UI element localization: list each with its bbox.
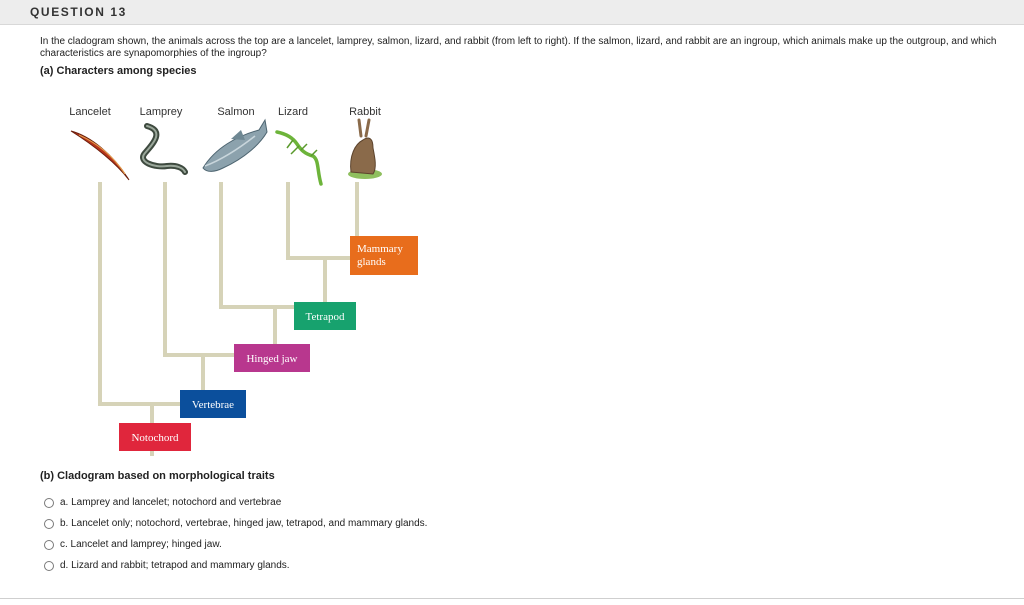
question-text: In the cladogram shown, the animals acro…: [40, 36, 997, 59]
svg-text:Notochord: Notochord: [131, 432, 179, 444]
option-a-label: a. Lamprey and lancelet; notochord and v…: [60, 497, 282, 508]
svg-text:Tetrapod: Tetrapod: [306, 311, 345, 323]
option-c[interactable]: c. Lancelet and lamprey; hinged jaw.: [44, 534, 427, 555]
lizard-icon: [275, 130, 323, 186]
svg-text:Hinged jaw: Hinged jaw: [246, 353, 297, 365]
question-number: QUESTION 13: [30, 5, 127, 19]
trait-hinged-jaw: Hinged jaw: [234, 344, 310, 372]
lamprey-icon: [140, 123, 188, 175]
bottom-divider: [0, 598, 1024, 599]
option-d-label: d. Lizard and rabbit; tetrapod and mamma…: [60, 560, 290, 571]
species-label-lancelet: Lancelet: [69, 106, 111, 118]
radio-button-c[interactable]: [44, 539, 54, 550]
option-b-label: b. Lancelet only; notochord, vertebrae, …: [60, 518, 428, 529]
cladogram-diagram: Lancelet Lamprey Salmon Lizard Rabbit: [69, 106, 418, 456]
question-header: QUESTION 13: [0, 0, 1024, 25]
svg-text:glands: glands: [357, 256, 386, 268]
svg-text:Mammary: Mammary: [357, 243, 403, 255]
trait-tetrapod: Tetrapod: [294, 302, 356, 330]
species-label-rabbit: Rabbit: [349, 106, 381, 118]
salmon-icon: [202, 118, 268, 172]
radio-button-d[interactable]: [44, 560, 54, 571]
radio-button-b[interactable]: [44, 518, 54, 529]
lancelet-icon: [70, 130, 130, 181]
trait-notochord: Notochord: [119, 423, 191, 451]
rabbit-icon: [348, 118, 382, 179]
option-d[interactable]: d. Lizard and rabbit; tetrapod and mamma…: [44, 555, 427, 576]
option-c-label: c. Lancelet and lamprey; hinged jaw.: [60, 539, 222, 550]
subtitle-a: (a) Characters among species: [40, 65, 197, 77]
radio-button-a[interactable]: [44, 497, 54, 508]
trait-mammary-glands: Mammary glands: [350, 236, 418, 275]
option-a[interactable]: a. Lamprey and lancelet; notochord and v…: [44, 492, 427, 513]
species-label-lizard: Lizard: [278, 106, 308, 118]
answer-options: a. Lamprey and lancelet; notochord and v…: [44, 492, 427, 576]
trait-vertebrae: Vertebrae: [180, 390, 246, 418]
species-label-lamprey: Lamprey: [140, 106, 183, 118]
option-b[interactable]: b. Lancelet only; notochord, vertebrae, …: [44, 513, 427, 534]
species-label-salmon: Salmon: [217, 106, 254, 118]
svg-text:Vertebrae: Vertebrae: [192, 399, 234, 411]
subtitle-b: (b) Cladogram based on morphological tra…: [40, 470, 275, 482]
